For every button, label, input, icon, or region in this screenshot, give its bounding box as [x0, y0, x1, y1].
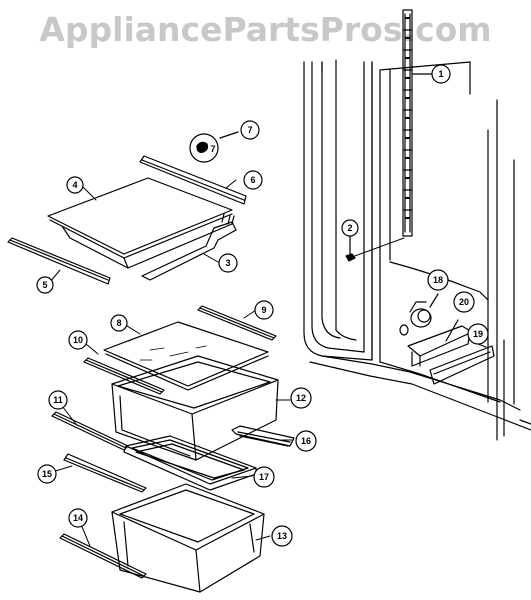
callout-label-20: 20 [459, 297, 469, 307]
callout-label-17: 17 [259, 472, 269, 482]
callout-11 [48, 390, 68, 410]
callout-17 [253, 466, 275, 488]
callout-5 [36, 276, 54, 294]
callout-4 [66, 176, 84, 194]
callout-8 [110, 314, 128, 332]
callout-10 [68, 330, 88, 350]
upper-crisper-pan [111, 355, 279, 461]
lower-rail-left [51, 411, 129, 451]
pan-divider-tray [123, 435, 257, 491]
callout-3 [218, 253, 238, 273]
callout-label-7: 7 [247, 125, 252, 135]
part-7-detail [189, 131, 239, 163]
callout-label-1: 1 [438, 69, 443, 79]
callout-7 [240, 120, 260, 140]
callout-19 [467, 323, 489, 345]
callout-20 [453, 291, 475, 313]
callout-label-5: 5 [42, 280, 47, 290]
cover-rail-right [197, 305, 277, 341]
callout-12 [290, 387, 312, 409]
cover-rail-left [83, 357, 165, 395]
callout-label-13: 13 [277, 531, 287, 541]
callout-18 [427, 269, 449, 291]
mounting-screw [345, 235, 405, 262]
callout-label-10: 10 [73, 335, 83, 345]
callout-2 [341, 219, 359, 237]
callout-labels: 1 2 3 4 5 6 7 7 8 9 10 11 12 13 14 15 16… [42, 69, 483, 541]
callout-label-18: 18 [433, 275, 443, 285]
callout-label-4: 4 [72, 180, 77, 190]
callout-label-2: 2 [347, 223, 352, 233]
glass-shelf-assembly [7, 155, 247, 285]
callout-1 [431, 64, 451, 84]
lower-rail-front [63, 453, 147, 493]
watermark-text: AppliancePartsPros.com [39, 10, 492, 49]
callout-15 [37, 464, 57, 484]
callout-14 [68, 508, 88, 528]
lower-crisper-pan [111, 483, 265, 593]
light-shield-assembly [407, 319, 495, 385]
pan-slide-rail [231, 425, 295, 447]
callout-label-3: 3 [225, 258, 230, 268]
callout-label-8: 8 [116, 318, 121, 328]
shelf-ladder-rail [402, 9, 433, 237]
callout-16 [295, 430, 317, 452]
callout-9 [254, 300, 274, 320]
crisper-cover-glass [103, 321, 269, 391]
callout-label-14: 14 [73, 513, 83, 523]
callout-label-19: 19 [473, 329, 483, 339]
cabinet-liner [303, 59, 531, 441]
callout-label-6: 6 [250, 175, 255, 185]
callout-label-16: 16 [301, 436, 311, 446]
bottom-rail [59, 533, 147, 579]
callout-label-7-inset: 7 [210, 144, 215, 154]
callout-label-15: 15 [42, 469, 52, 479]
callout-13 [271, 525, 293, 547]
callout-label-9: 9 [261, 305, 266, 315]
control-knob [399, 293, 439, 336]
callout-bubbles [36, 64, 489, 547]
callout-6 [243, 170, 263, 190]
callout-label-11: 11 [53, 395, 63, 405]
callout-label-12: 12 [296, 393, 306, 403]
